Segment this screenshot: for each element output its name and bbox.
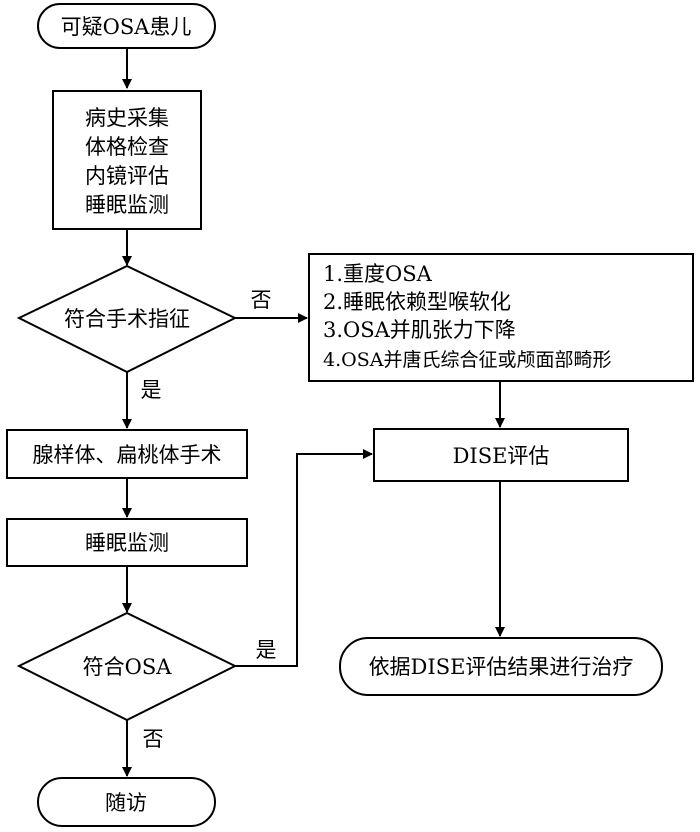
surgery-indication-label: 符合手术指征 [64, 307, 190, 331]
dise-node: DISE评估 [373, 428, 629, 482]
nonsurgical-item-1: 1.重度OSA [323, 262, 433, 286]
meets-osa-decision: 符合OSA [16, 611, 238, 722]
edge-label-osa-no: 否 [143, 727, 164, 751]
assessment-line-1: 病史采集 [85, 106, 169, 130]
assessment-node: 病史采集 体格检查 内镜评估 睡眠监测 [52, 90, 202, 230]
treatment-label: 依据DISE评估结果进行治疗 [369, 655, 634, 679]
surgery-label: 腺样体、扁桃体手术 [33, 443, 222, 467]
followup-label: 随访 [105, 791, 147, 815]
edge-label-indication-yes: 是 [141, 378, 162, 402]
nonsurgical-item-3: 3.OSA并肌张力下降 [323, 318, 516, 342]
assessment-line-2: 体格检查 [85, 135, 169, 159]
start-node: 可疑OSA患儿 [37, 3, 216, 49]
arrow-osa-yes-to-dise [235, 449, 373, 667]
followup-node: 随访 [37, 777, 216, 827]
dise-label: DISE评估 [453, 444, 550, 468]
edge-label-indication-no: 否 [251, 288, 272, 312]
meets-osa-label: 符合OSA [83, 655, 173, 679]
assessment-line-4: 睡眠监测 [85, 193, 169, 217]
post-sleep-study-node: 睡眠监测 [6, 518, 248, 567]
nonsurgical-item-2: 2.睡眠依赖型喉软化 [323, 290, 511, 314]
nonsurgical-list-node: 1.重度OSA 2.睡眠依赖型喉软化 3.OSA并肌张力下降 4.OSA并唐氏综… [308, 253, 694, 382]
start-label: 可疑OSA患儿 [61, 15, 192, 39]
nonsurgical-item-4: 4.OSA并唐氏综合征或颅面部畸形 [323, 349, 611, 371]
treatment-node: 依据DISE评估结果进行治疗 [339, 637, 663, 696]
connectors [122, 48, 505, 777]
surgery-indication-decision: 符合手术指征 [16, 264, 238, 374]
assessment-line-3: 内镜评估 [85, 164, 169, 188]
post-sleep-study-label: 睡眠监测 [85, 531, 169, 555]
edge-label-osa-yes: 是 [256, 638, 277, 662]
surgery-node: 腺样体、扁桃体手术 [6, 429, 248, 479]
